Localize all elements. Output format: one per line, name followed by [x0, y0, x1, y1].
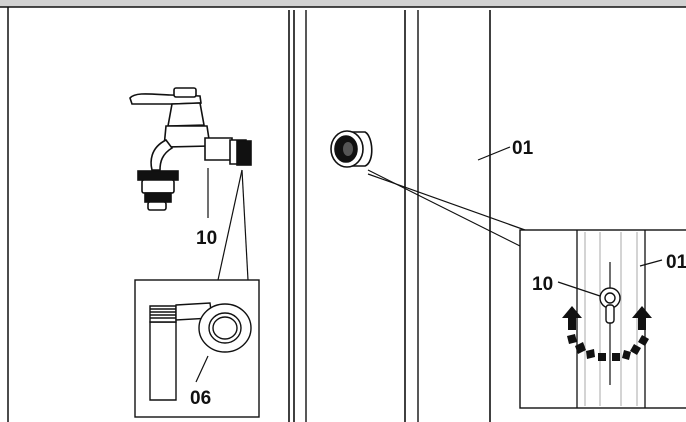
thread-tape-icon: [149, 302, 252, 401]
label-tap-part: 10: [196, 228, 217, 249]
panel-lines: [288, 10, 491, 422]
water-tap-icon: [129, 87, 252, 211]
label-panel: 01: [512, 138, 534, 159]
top-band: [0, 0, 686, 7]
hose-fitting-icon: [330, 130, 373, 168]
rotate-arrows-icon: [562, 306, 652, 361]
label-thread-part: 06: [190, 388, 211, 409]
label-detail-fitting: 10: [532, 274, 553, 295]
keyhole-slot: [599, 287, 621, 324]
detail-box: [519, 229, 686, 409]
label-detail-panel: 01: [666, 252, 686, 273]
